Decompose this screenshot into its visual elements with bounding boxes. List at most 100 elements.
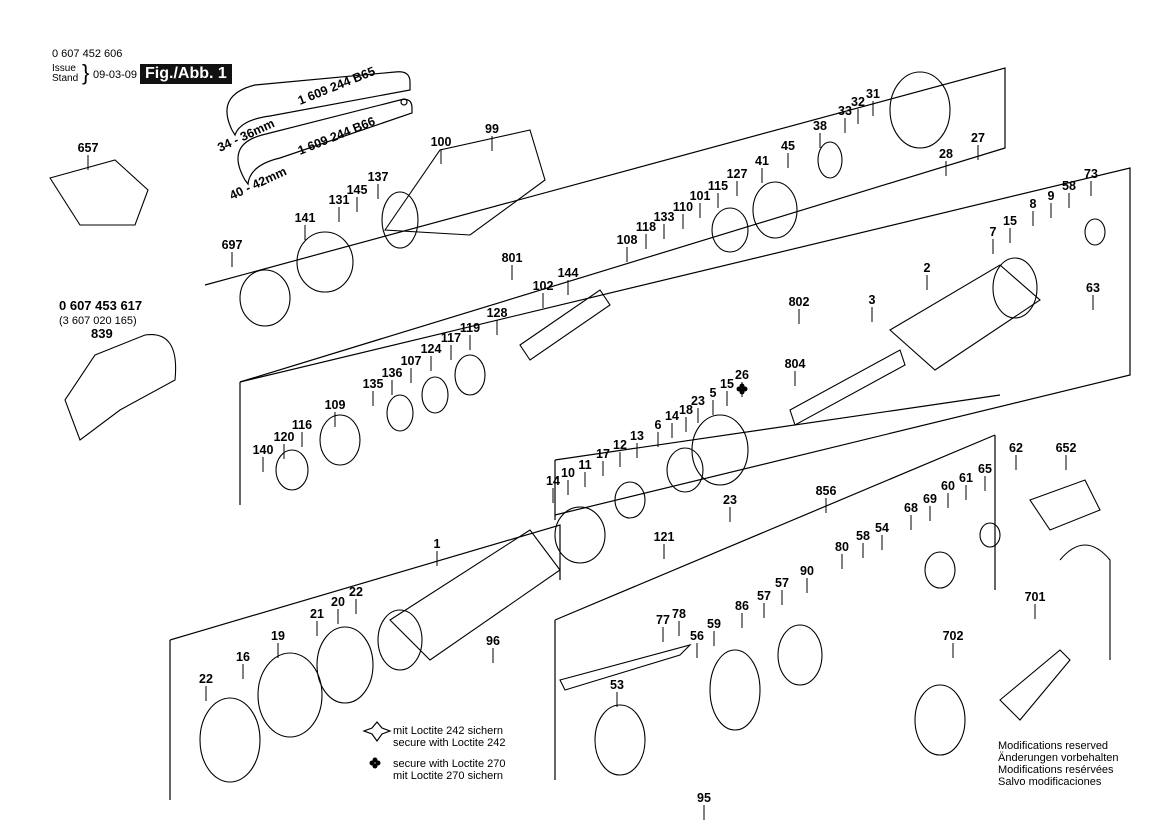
part-label: 7	[990, 225, 997, 239]
accessory-position: 839	[91, 326, 113, 341]
part-label: 2	[924, 261, 931, 275]
part-label: 17	[596, 447, 610, 461]
part-label: 117	[441, 331, 461, 345]
part-label: 144	[558, 266, 579, 280]
part-label: 90	[800, 564, 814, 578]
part-label: 22	[349, 585, 363, 599]
part-label: 65	[978, 462, 992, 476]
part-label: 96	[486, 634, 500, 648]
part-label: 95	[697, 791, 711, 805]
part-label: 77	[656, 613, 670, 627]
part-label: 8	[1030, 197, 1037, 211]
part-label: 58	[1062, 179, 1076, 193]
brace-symbol: }	[82, 60, 90, 85]
part-label: 27	[971, 131, 985, 145]
part-label: 701	[1025, 590, 1046, 604]
part-label: 136	[382, 366, 403, 380]
part-label: 119	[460, 321, 480, 335]
loctite-270-de: mit Loctite 270 sichern	[393, 770, 504, 782]
loctite-270-en: secure with Loctite 270	[393, 758, 506, 770]
accessory-alt-number: (3 607 020 165)	[59, 315, 137, 327]
part-label: 20	[331, 595, 345, 609]
part-label: 41	[755, 154, 769, 168]
part-label: 61	[959, 471, 973, 485]
part-label: 23	[723, 493, 737, 507]
part-label: 856	[816, 484, 837, 498]
wrench-1-range: 34 - 36mm	[215, 116, 276, 155]
loctite-242-en: secure with Loctite 242	[393, 737, 506, 749]
part-label: 56	[690, 629, 704, 643]
part-label: 21	[310, 607, 324, 621]
part-label: 115	[708, 179, 728, 193]
loctite-242-star-icon	[362, 721, 392, 743]
group-frame-bottom-right	[554, 434, 996, 780]
part-label: 135	[363, 377, 384, 391]
group-frame-bottom-left	[169, 524, 561, 800]
part-label: 657	[78, 141, 99, 155]
wrench-2-number: 1 609 244 B66	[296, 114, 377, 158]
part-label: 15	[1003, 214, 1017, 228]
part-label: 6	[655, 418, 662, 432]
group-frame-lower	[554, 394, 1001, 520]
part-label: 145	[347, 183, 368, 197]
part-label: 23	[691, 394, 705, 408]
footer-note: Modifications reserved	[998, 740, 1109, 752]
part-label: 137	[368, 170, 389, 184]
part-label: 124	[421, 342, 442, 356]
part-label: 5	[710, 386, 717, 400]
part-label: 3	[869, 293, 876, 307]
part-label: 131	[329, 193, 350, 207]
group-frame-upper	[204, 67, 1006, 383]
part-label: 128	[487, 306, 508, 320]
part-label: 120	[274, 430, 295, 444]
part-label: 127	[727, 167, 748, 181]
part-label: 116	[292, 418, 312, 432]
accessory-order-number: 0 607 453 617	[59, 298, 143, 313]
footer-note: Salvo modificaciones	[998, 776, 1102, 788]
part-label: 1	[434, 537, 441, 551]
part-label: 133	[654, 210, 675, 224]
part-label: 22	[199, 672, 213, 686]
part-labels: 6579910013714513114169711512710141453833…	[78, 87, 1100, 820]
part-label: 12	[613, 438, 627, 452]
part-label: 804	[785, 357, 806, 371]
part-label: 9	[1048, 189, 1055, 203]
part-label: 59	[707, 617, 721, 631]
part-label: 68	[904, 501, 918, 515]
modifications-notice: Modifications reserved Änderungen vorbeh…	[998, 740, 1118, 788]
part-label: 15	[720, 377, 734, 391]
part-label: 107	[401, 354, 422, 368]
part-label: 10	[561, 466, 575, 480]
part-label: 110	[673, 200, 693, 214]
part-label: 109	[325, 398, 346, 412]
part-label: 100	[431, 135, 452, 149]
part-shapes	[49, 71, 1111, 783]
spanner-wrench-icon	[226, 71, 413, 186]
part-label: 18	[679, 403, 693, 417]
footer-note: Modifications resérvées	[998, 764, 1114, 776]
part-label: 652	[1056, 441, 1077, 455]
wrench-2-range: 40 - 42mm	[227, 164, 288, 203]
part-label: 697	[222, 238, 243, 252]
part-label: 19	[271, 629, 285, 643]
wrench-1-number: 1 609 244 B65	[296, 64, 377, 108]
loctite-270-note: secure with Loctite 270 mit Loctite 270 …	[393, 758, 506, 782]
part-label: 60	[941, 479, 955, 493]
figure-label: Fig./Abb. 1	[140, 64, 232, 84]
issue-date: 09-03-09	[93, 69, 138, 81]
part-label: 33	[838, 104, 852, 118]
part-label: 801	[502, 251, 523, 265]
part-label: 102	[533, 279, 554, 293]
part-label: 78	[672, 607, 686, 621]
part-label: 14	[665, 409, 679, 423]
part-label: 28	[939, 147, 953, 161]
document-number: 0 607 452 606	[52, 48, 123, 60]
part-label: 86	[735, 599, 749, 613]
part-label: 140	[253, 443, 274, 457]
part-label: 69	[923, 492, 937, 506]
part-label: 58	[856, 529, 870, 543]
part-label: 45	[781, 139, 795, 153]
